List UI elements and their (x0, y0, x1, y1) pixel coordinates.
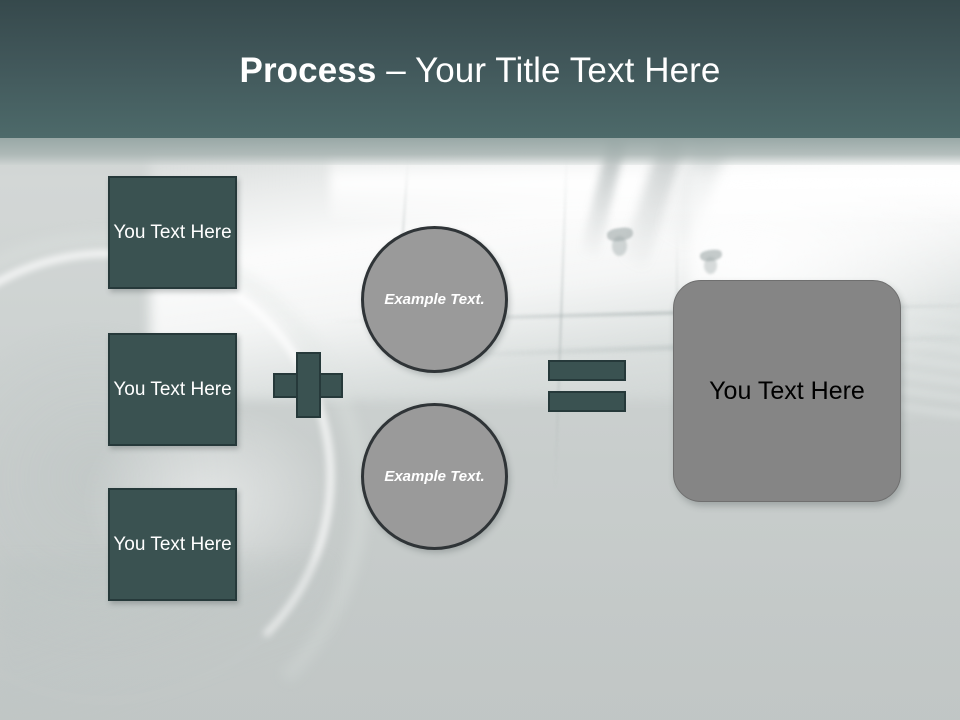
page-title-bold: Process (239, 51, 377, 90)
example-circle-1[interactable]: Example Text. (361, 226, 508, 373)
input-box-1[interactable]: You Text Here (108, 176, 237, 289)
input-box-3[interactable]: You Text Here (108, 488, 237, 601)
page-title: Process – Your Title Text Here (0, 49, 960, 93)
car-door-handle-1-shadow (612, 236, 627, 256)
equals-bottom-bar (548, 391, 626, 412)
plus-operator-icon[interactable] (273, 352, 343, 418)
slide-header: Process – Your Title Text Here (0, 0, 960, 138)
plus-vertical-bar (296, 352, 321, 418)
page-title-rest: – Your Title Text Here (376, 51, 721, 90)
header-transition-band (0, 138, 960, 165)
example-circle-2[interactable]: Example Text. (361, 403, 508, 550)
input-box-2[interactable]: You Text Here (108, 333, 237, 446)
result-box[interactable]: You Text Here (673, 280, 901, 502)
car-door-handle-2-shadow (704, 257, 717, 274)
equals-top-bar (548, 360, 626, 381)
equals-operator-icon[interactable] (548, 360, 626, 412)
